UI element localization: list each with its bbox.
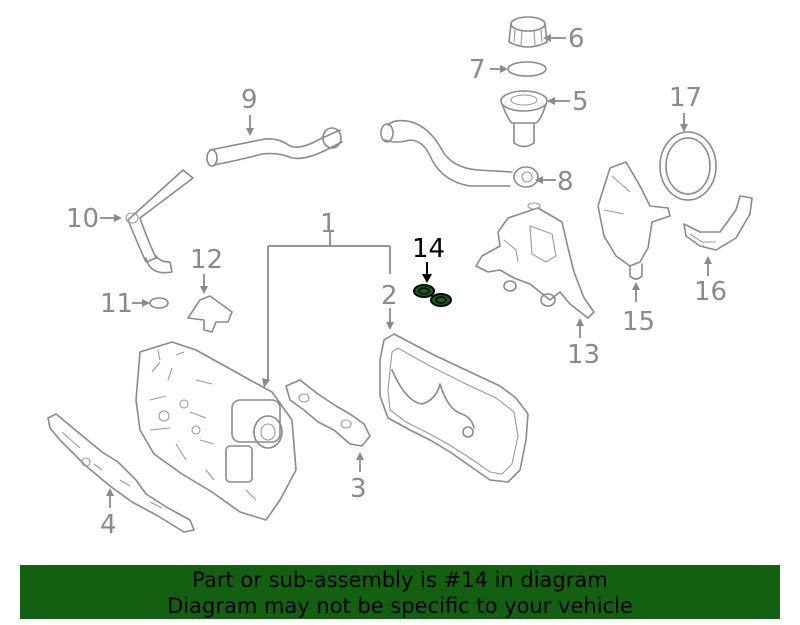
part-17-band [659,131,717,201]
banner-line-1: Part or sub-assembly is #14 in diagram [192,568,608,592]
part-2-gasket [379,333,529,483]
callout-14: 14 [412,234,445,264]
callout-7: 7 [469,55,486,85]
callout-11: 11 [100,289,133,319]
part-6-filler-cap [508,16,548,48]
part-12-bracket [187,295,233,333]
part-4-shield [47,413,195,533]
callout-6: 6 [568,24,585,54]
part-1-engine-block [135,341,297,521]
part-11-seal [149,297,169,309]
callout-9: 9 [241,85,258,115]
part-13-housing [475,202,595,319]
part-15-tank [597,161,671,280]
parts-diagram: 1 2 3 4 5 6 7 8 9 10 11 12 13 14 15 16 1… [47,16,753,540]
callout-2: 2 [381,281,398,311]
part-9-hose [206,127,343,167]
callout-12: 12 [190,245,223,275]
callout-17: 17 [669,83,702,113]
callout-lines [100,34,712,508]
part-10-pipe [125,169,194,274]
callout-4: 4 [100,510,117,540]
callout-10: 10 [66,204,99,234]
part-5-filler-neck [500,90,548,148]
callout-5: 5 [572,87,589,117]
callout-15: 15 [622,307,655,337]
part-info-banner: Part or sub-assembly is #14 in diagram D… [20,565,780,619]
part-14-seals [413,284,452,307]
callout-8: 8 [557,167,574,197]
part-16-heat-shield [683,195,753,251]
callout-16: 16 [694,277,727,307]
callout-3: 3 [350,474,367,504]
part-8-hose [380,119,539,188]
banner-line-2: Diagram may not be specific to your vehi… [167,594,633,618]
callout-1: 1 [320,209,337,239]
callout-13: 13 [567,340,600,370]
part-3-bracket [285,379,371,447]
part-7-o-ring [507,61,547,77]
